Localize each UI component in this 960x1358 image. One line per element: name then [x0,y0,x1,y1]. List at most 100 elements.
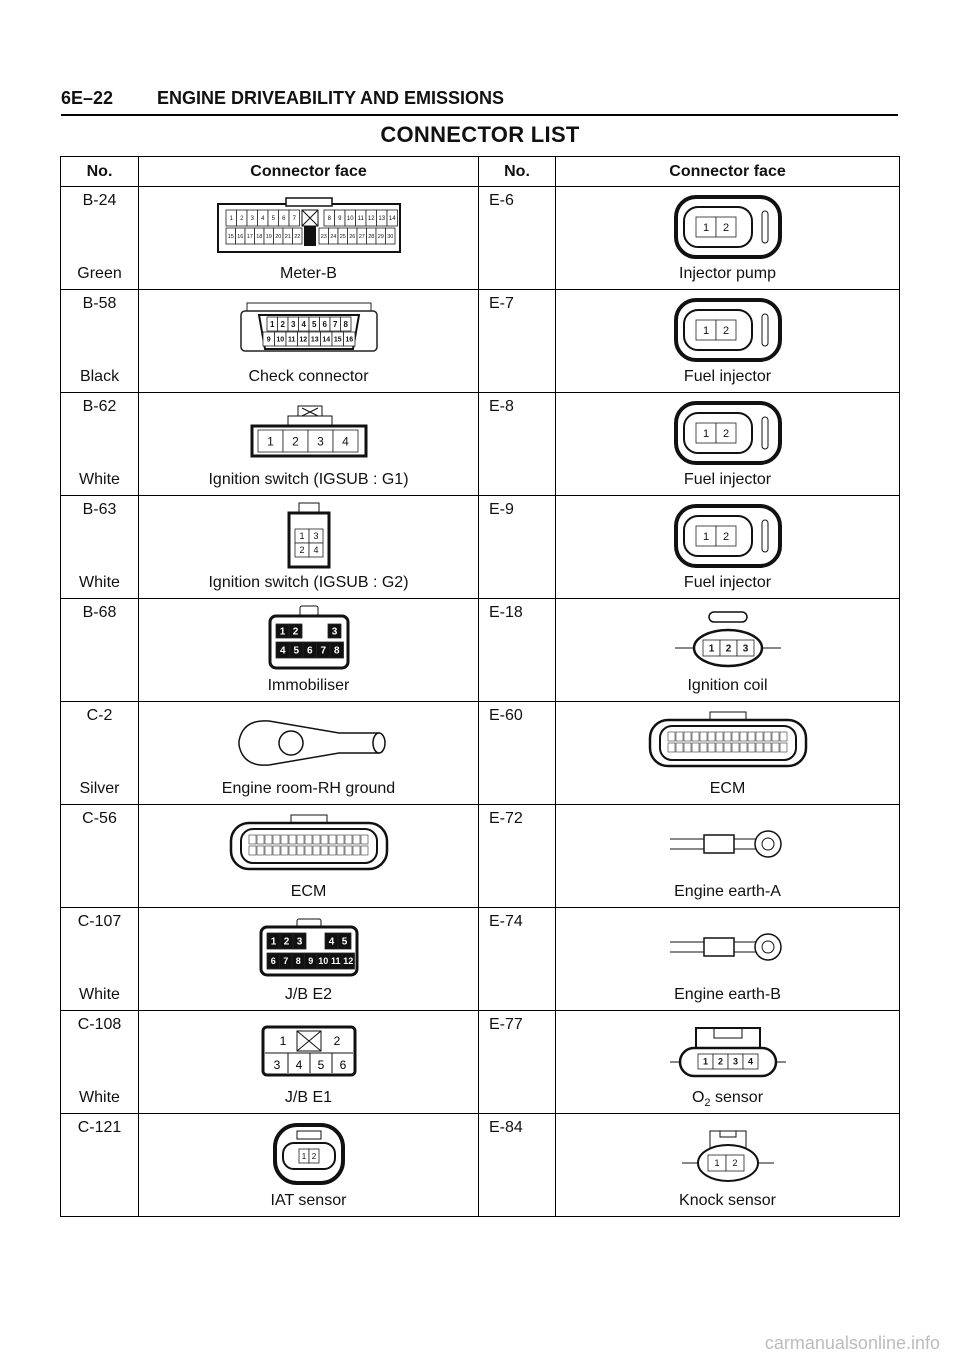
svg-text:27: 27 [358,234,364,240]
connector-name: Engine earth-B [674,986,781,1003]
svg-text:15: 15 [227,234,233,240]
connector-face-wrap: Engine room-RH ground [139,702,478,804]
svg-text:13: 13 [378,216,385,222]
svg-text:1: 1 [270,320,275,329]
svg-text:28: 28 [368,234,374,240]
connector-number-wrap: C-121 [61,1114,138,1216]
connector-name: Engine room-RH ground [221,780,396,797]
connector-number-wrap: C-2 Silver [61,702,138,804]
svg-text:5: 5 [271,216,275,222]
column-header-connector-face: Connector face [138,156,479,187]
connector-number: B-63 [82,501,117,518]
connector-color: Black [79,368,120,385]
svg-text:11: 11 [357,216,364,222]
connector-number: E-8 [489,398,514,415]
connector-face-cell: 1 2 Injector pump [555,186,900,290]
svg-text:10: 10 [346,216,353,222]
connector-number-wrap: B-68 [61,599,138,701]
svg-text:1: 1 [702,222,708,234]
svg-text:14: 14 [388,216,395,222]
svg-text:10: 10 [318,956,328,966]
connector-face-cell: ECM [555,701,900,805]
watermark: carmanualsonline.info [764,1333,940,1353]
connector-number: B-58 [82,295,117,312]
connector-color: White [79,471,120,488]
svg-text:1: 1 [702,1057,707,1067]
connector-number-cell: E-18 [478,598,556,702]
svg-text:2: 2 [722,222,728,234]
svg-text:22: 22 [294,234,300,240]
connector-color: White [79,986,120,1003]
svg-text:15: 15 [333,337,341,344]
column-header-no: No. [60,156,139,187]
connector-number-cell: E-6 [478,186,556,290]
svg-text:6: 6 [306,646,312,657]
column-header-connector-face: Connector face [555,156,900,187]
connector-number-wrap: E-6 [479,187,555,289]
connector-number-wrap: B-58 Black [61,290,138,392]
connector-number-cell: C-108 White [60,1010,139,1114]
svg-text:6: 6 [322,320,327,329]
connector-number: E-84 [489,1119,523,1136]
connector-number: E-72 [489,810,523,827]
page-number: 6E–22 [61,88,114,108]
connector-name: Injector pump [679,265,776,282]
connector-name: ECM [290,883,327,900]
page-title: CONNECTOR LIST [380,122,580,147]
connector-number-wrap: B-24 Green [61,187,138,289]
connector-number-wrap: B-62 White [61,393,138,495]
svg-text:3: 3 [742,644,748,655]
connector-number-wrap: E-8 [479,393,555,495]
svg-text:1: 1 [299,531,304,541]
connector-name-rest: sensor [710,1089,764,1106]
connector-number: E-9 [489,501,514,518]
connector-name: Knock sensor [679,1192,776,1209]
connector-number-wrap: C-108 White [61,1011,138,1113]
svg-text:23: 23 [320,234,326,240]
connector-number-cell: E-74 [478,907,556,1011]
svg-text:2: 2 [717,1057,722,1067]
svg-text:18: 18 [256,234,262,240]
svg-text:3: 3 [273,1058,280,1072]
connector-number: C-2 [86,707,113,724]
connector-name: Fuel injector [683,471,772,488]
connector-number-wrap: B-63 White [61,496,138,598]
connector-number-cell: B-24 Green [60,186,139,290]
connector-name: Fuel injector [683,368,772,385]
svg-text:4: 4 [279,646,285,657]
svg-text:11: 11 [330,956,340,966]
ring-terminal-icon [556,811,899,879]
connector-face-cell: Engine earth-B [555,907,900,1011]
connector-name-main: O [691,1089,705,1106]
svg-text:2: 2 [722,428,728,440]
svg-text:8: 8 [333,646,339,657]
connector-number: B-62 [82,398,117,415]
connector-number: C-121 [77,1119,122,1136]
svg-text:3: 3 [250,216,254,222]
connector-number-cell: C-107 White [60,907,139,1011]
connector-name: Meter-B [280,265,337,282]
svg-text:17: 17 [246,234,252,240]
svg-text:1: 1 [229,216,233,222]
svg-text:5: 5 [317,1058,324,1072]
